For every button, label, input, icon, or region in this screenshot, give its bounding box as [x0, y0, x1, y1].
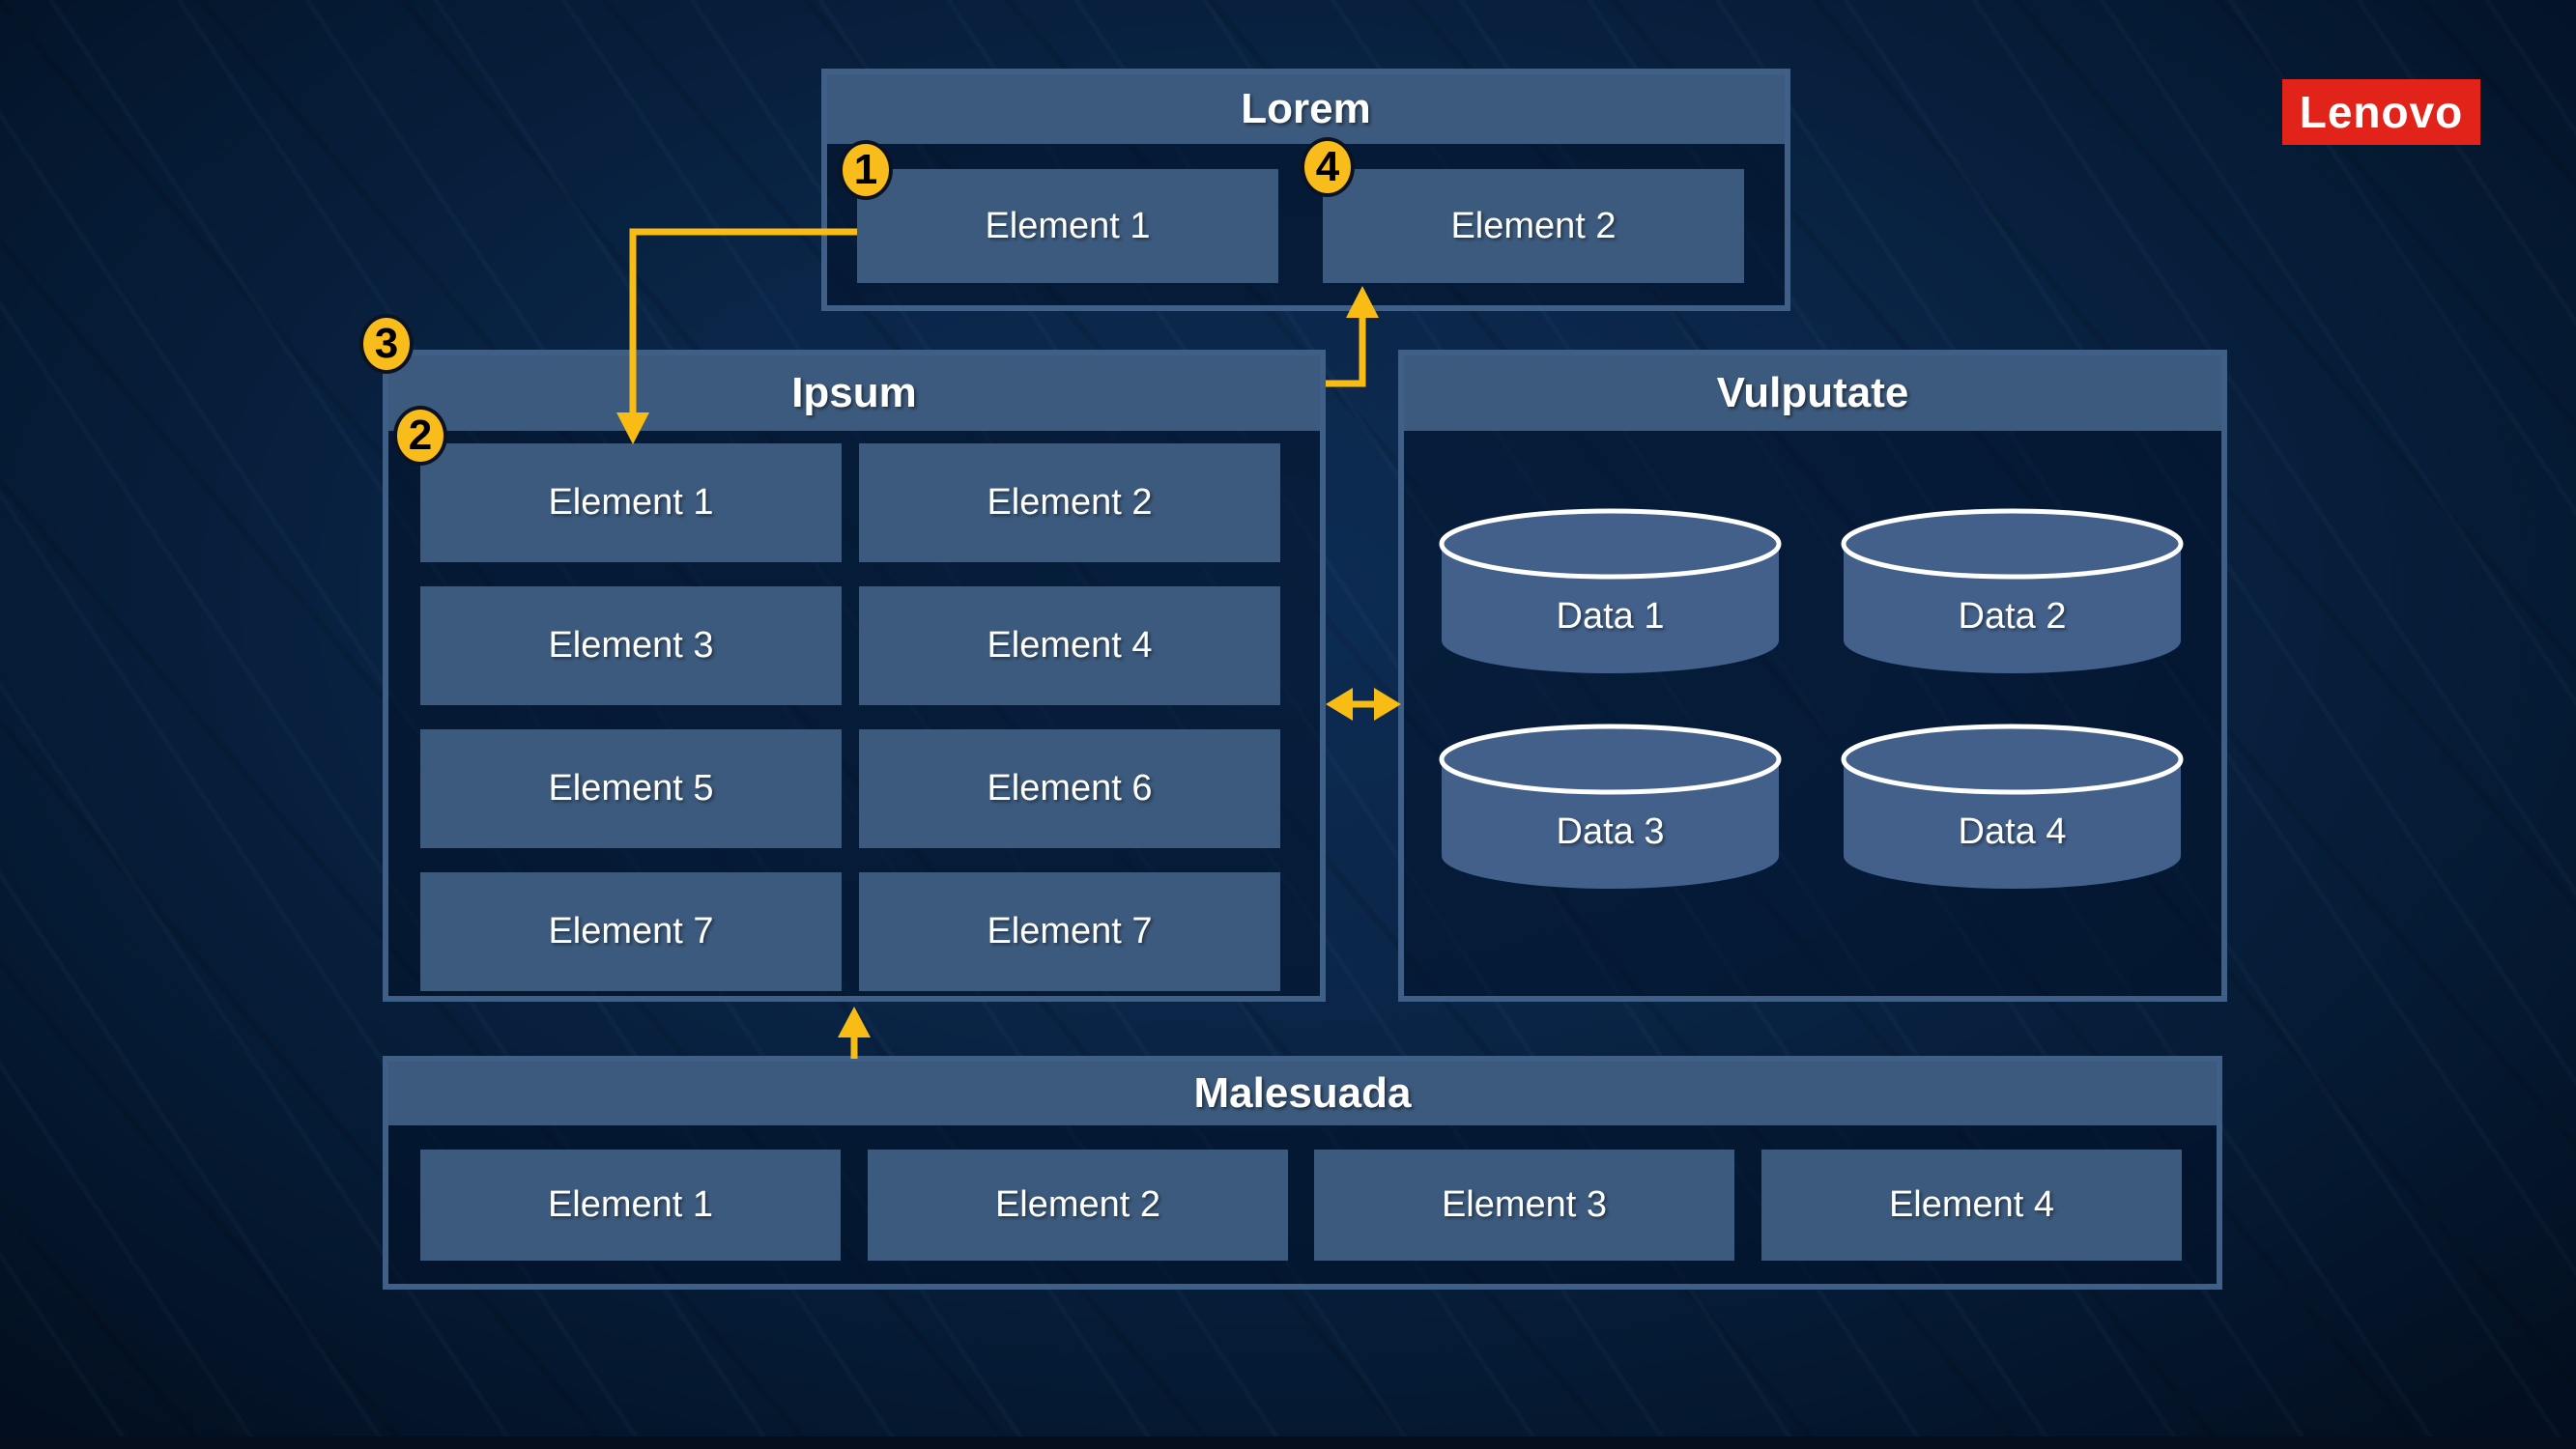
data-store-1: Data 1	[1438, 505, 1783, 677]
bottom-edge-strip	[0, 1436, 2576, 1449]
malesuada-element-1: Element 1	[420, 1150, 841, 1261]
arrowhead-right-icon	[1374, 688, 1401, 721]
database-cylinder-icon	[1439, 724, 1782, 889]
ipsum-element-7-right: Element 7	[859, 872, 1280, 991]
arrowhead-up-icon	[838, 1007, 871, 1037]
section-vulputate-header: Vulputate	[1404, 355, 2221, 431]
section-ipsum-header: Ipsum	[388, 355, 1320, 431]
section-malesuada-title: Malesuada	[1193, 1069, 1412, 1117]
ipsum-element-3: Element 3	[420, 586, 842, 705]
malesuada-element-4: Element 4	[1761, 1150, 2182, 1261]
data-store-2-label: Data 2	[1958, 595, 2067, 637]
section-malesuada: Malesuada Element 1 Element 2 Element 3 …	[383, 1056, 2222, 1290]
database-cylinder-icon	[1841, 724, 2184, 889]
arrowhead-left-icon	[1326, 688, 1353, 721]
ipsum-element-2: Element 2	[859, 443, 1280, 562]
malesuada-element-2: Element 2	[868, 1150, 1288, 1261]
data-store-4: Data 4	[1840, 721, 2185, 893]
step-badge-3: 3	[359, 314, 414, 374]
section-lorem-header: Lorem	[827, 74, 1785, 144]
section-lorem-title: Lorem	[1241, 85, 1371, 132]
section-ipsum-title: Ipsum	[791, 369, 917, 416]
section-vulputate-title: Vulputate	[1716, 369, 1909, 416]
step-badge-1: 1	[839, 140, 893, 200]
data-store-3-label: Data 3	[1556, 810, 1665, 852]
ipsum-element-1: Element 1	[420, 443, 842, 562]
lorem-element-2: Element 2	[1323, 169, 1744, 283]
ipsum-element-7-left: Element 7	[420, 872, 842, 991]
step-badge-4: 4	[1301, 137, 1355, 197]
database-cylinder-icon	[1841, 508, 2184, 673]
section-malesuada-header: Malesuada	[388, 1062, 2217, 1125]
section-ipsum: Ipsum Element 1 Element 2 Element 3 Elem…	[383, 350, 1326, 1002]
lorem-element-1: Element 1	[857, 169, 1278, 283]
data-store-2: Data 2	[1840, 505, 2185, 677]
data-store-1-label: Data 1	[1556, 595, 1665, 637]
lenovo-logo: Lenovo	[2282, 79, 2480, 145]
lenovo-logo-text: Lenovo	[2299, 87, 2464, 137]
data-store-3: Data 3	[1438, 721, 1783, 893]
database-cylinder-icon	[1439, 508, 1782, 673]
section-lorem: Lorem Element 1 Element 2	[821, 69, 1790, 311]
connector-ipsum-to-lorem2	[1326, 316, 1366, 387]
data-store-4-label: Data 4	[1958, 810, 2067, 852]
malesuada-element-3: Element 3	[1314, 1150, 1734, 1261]
section-vulputate: Vulputate Data 1 Data 2 Data 3	[1398, 350, 2227, 1002]
ipsum-element-6: Element 6	[859, 729, 1280, 848]
ipsum-element-4: Element 4	[859, 586, 1280, 705]
step-badge-2: 2	[393, 406, 447, 466]
ipsum-element-5: Element 5	[420, 729, 842, 848]
